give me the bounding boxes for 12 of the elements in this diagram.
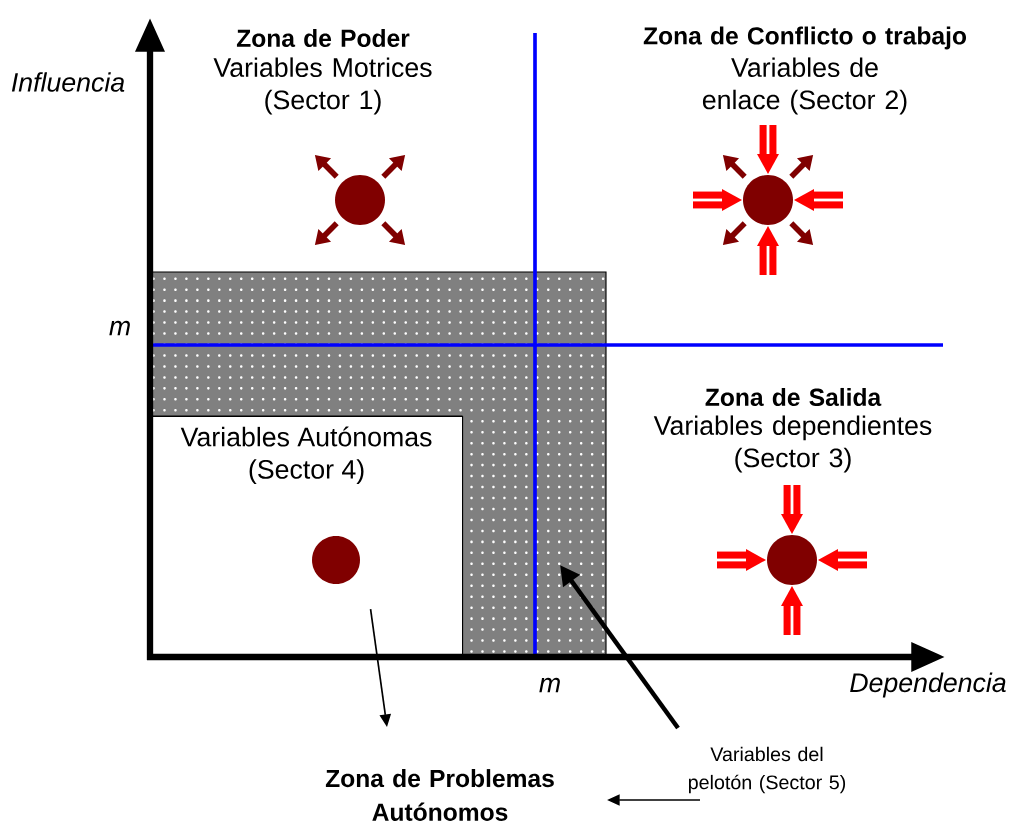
sector-label: Variables dependientes (Sector 3) <box>653 415 932 473</box>
sector-label: Variables Motrices (Sector 1) <box>213 57 432 115</box>
axis-label: Influencia <box>11 72 125 92</box>
sector-label: Variables del pelotón (Sector 5) <box>688 746 846 794</box>
axis-label: m <box>539 677 560 693</box>
zone-title: Zona de Conflicto o trabajo <box>643 26 966 50</box>
axis-label: Dependencia <box>850 672 1006 698</box>
zone-title: Zona de Salida <box>705 387 882 407</box>
zone-title: Zona de Poder <box>236 28 410 48</box>
sector-label: Variables de enlace (Sector 2) <box>702 57 907 115</box>
sector-box: Variables Autónomas (Sector 4) <box>150 416 464 659</box>
zone-title: Zona de Problemas Autónomos <box>325 769 554 821</box>
